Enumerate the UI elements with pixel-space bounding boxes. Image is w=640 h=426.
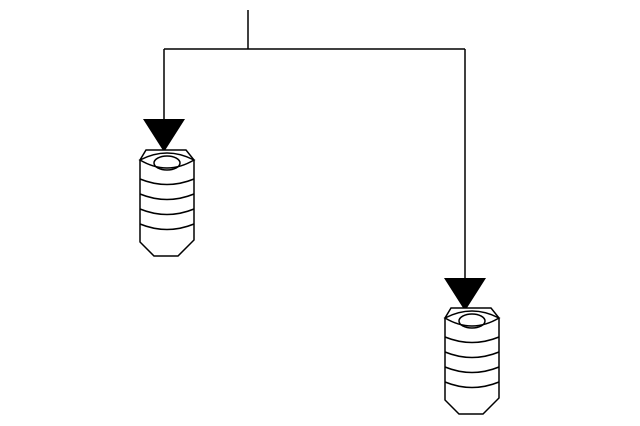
left-arrowhead-icon [143,119,185,152]
right-arrowhead-icon [444,278,486,311]
left-cylinder [138,149,196,257]
right-cylinder [443,307,501,415]
connector-tree [143,10,486,311]
stacked-cylinder-icon [443,307,501,415]
stacked-cylinder-icon [138,149,196,257]
